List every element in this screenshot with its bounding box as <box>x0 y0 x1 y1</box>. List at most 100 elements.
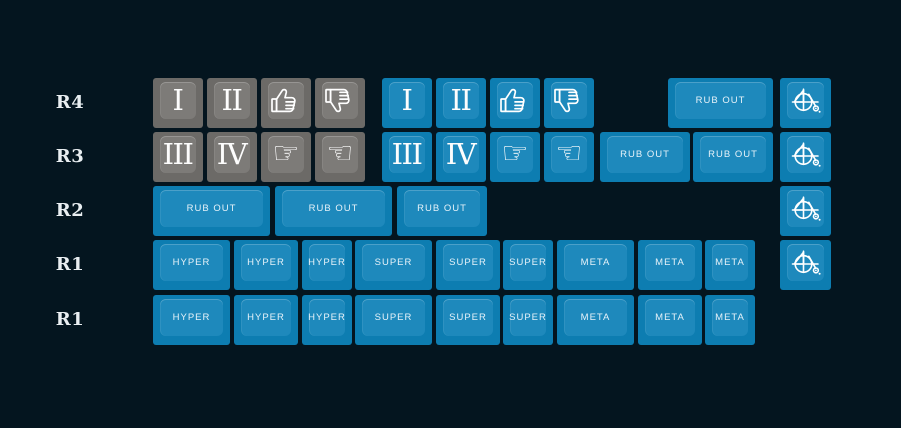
key-top <box>497 82 533 119</box>
key-super[interactable]: SUPER <box>436 240 500 290</box>
key-legend: META <box>715 257 745 268</box>
row-label-1: R4 <box>55 92 85 113</box>
key-roman-2[interactable]: II <box>436 78 486 128</box>
key-legend: META <box>655 312 685 323</box>
thumb-up-icon <box>271 88 296 113</box>
key-legend: HYPER <box>247 257 285 268</box>
key-meta[interactable]: META <box>557 240 634 290</box>
key-top: SUPER <box>362 244 425 281</box>
key-rub-out[interactable]: RUB OUT <box>153 186 270 236</box>
key-top: RUB OUT <box>675 82 766 119</box>
key-rub-out[interactable]: RUB OUT <box>397 186 487 236</box>
key-thumb-down[interactable] <box>315 78 365 128</box>
key-meta[interactable]: META <box>557 295 634 345</box>
key-legend: RUB OUT <box>186 203 237 214</box>
key-roman-4[interactable]: IV <box>436 132 486 182</box>
key-legend: RUB OUT <box>417 203 467 214</box>
point-left-icon: ☜ <box>555 135 583 171</box>
row-label-2: R3 <box>55 146 85 167</box>
key-super[interactable]: SUPER <box>436 295 500 345</box>
key-legend: META <box>715 312 745 323</box>
roman-numeral-legend: II <box>450 83 472 117</box>
key-top: I <box>160 82 196 119</box>
logo-icon <box>791 249 821 275</box>
key-top: HYPER <box>241 299 291 336</box>
key-legend: META <box>655 257 685 268</box>
key-top: META <box>564 244 627 281</box>
key-roman-1[interactable]: I <box>382 78 432 128</box>
key-rub-out[interactable]: RUB OUT <box>668 78 773 128</box>
key-top: SUPER <box>443 299 493 336</box>
key-logo[interactable] <box>780 186 831 236</box>
thumb-up-icon <box>500 88 525 113</box>
key-point-right[interactable]: ☞ <box>261 132 311 182</box>
key-hyper[interactable]: HYPER <box>302 240 352 290</box>
key-legend: RUB OUT <box>308 203 359 214</box>
row-label-3: R2 <box>55 200 85 221</box>
key-roman-3[interactable]: III <box>382 132 432 182</box>
key-logo[interactable] <box>780 240 831 290</box>
key-rub-out[interactable]: RUB OUT <box>693 132 773 182</box>
key-meta[interactable]: META <box>638 295 702 345</box>
key-hyper[interactable]: HYPER <box>302 295 352 345</box>
key-legend: HYPER <box>172 257 211 268</box>
key-top: II <box>214 82 250 119</box>
key-thumb-up[interactable] <box>261 78 311 128</box>
roman-numeral-legend: III <box>391 137 423 171</box>
key-top: SUPER <box>443 244 493 281</box>
key-legend: SUPER <box>374 257 413 268</box>
key-meta[interactable]: META <box>705 295 755 345</box>
key-roman-3[interactable]: III <box>153 132 203 182</box>
key-super[interactable]: SUPER <box>503 295 553 345</box>
key-super[interactable]: SUPER <box>503 240 553 290</box>
key-top: III <box>160 136 196 173</box>
key-point-right[interactable]: ☞ <box>490 132 540 182</box>
key-roman-1[interactable]: I <box>153 78 203 128</box>
key-top: RUB OUT <box>282 190 385 227</box>
key-top: RUB OUT <box>607 136 683 173</box>
key-top: ☞ <box>268 136 304 173</box>
key-thumb-down[interactable] <box>544 78 594 128</box>
key-roman-4[interactable]: IV <box>207 132 257 182</box>
key-legend: SUPER <box>449 257 487 268</box>
key-logo[interactable] <box>780 78 831 128</box>
key-rub-out[interactable]: RUB OUT <box>600 132 690 182</box>
key-top: SUPER <box>509 244 546 281</box>
key-hyper[interactable]: HYPER <box>153 295 230 345</box>
key-legend: RUB OUT <box>695 95 746 106</box>
key-point-left[interactable]: ☜ <box>315 132 365 182</box>
key-top: HYPER <box>308 299 345 336</box>
row-label-5: R1 <box>55 309 85 330</box>
key-point-left[interactable]: ☜ <box>544 132 594 182</box>
roman-numeral-legend: IV <box>216 137 248 171</box>
key-legend: META <box>580 257 611 268</box>
point-right-icon: ☞ <box>501 135 529 171</box>
logo-icon <box>791 141 821 167</box>
key-super[interactable]: SUPER <box>355 240 432 290</box>
key-top: II <box>443 82 479 119</box>
key-logo[interactable] <box>780 132 831 182</box>
key-super[interactable]: SUPER <box>355 295 432 345</box>
key-thumb-up[interactable] <box>490 78 540 128</box>
key-top: META <box>645 244 695 281</box>
key-legend: HYPER <box>247 312 285 323</box>
key-hyper[interactable]: HYPER <box>234 240 298 290</box>
key-hyper[interactable]: HYPER <box>234 295 298 345</box>
key-legend: SUPER <box>449 312 487 323</box>
key-meta[interactable]: META <box>638 240 702 290</box>
key-rub-out[interactable]: RUB OUT <box>275 186 392 236</box>
key-top: META <box>712 299 748 336</box>
key-legend: SUPER <box>374 312 413 323</box>
key-top <box>787 82 824 119</box>
key-roman-2[interactable]: II <box>207 78 257 128</box>
key-legend: HYPER <box>172 312 211 323</box>
key-top: HYPER <box>160 299 223 336</box>
key-meta[interactable]: META <box>705 240 755 290</box>
roman-numeral-legend: IV <box>445 137 477 171</box>
key-top: III <box>389 136 425 173</box>
roman-numeral-legend: II <box>221 83 243 117</box>
key-hyper[interactable]: HYPER <box>153 240 230 290</box>
key-top <box>787 190 824 227</box>
point-right-icon: ☞ <box>272 135 300 171</box>
